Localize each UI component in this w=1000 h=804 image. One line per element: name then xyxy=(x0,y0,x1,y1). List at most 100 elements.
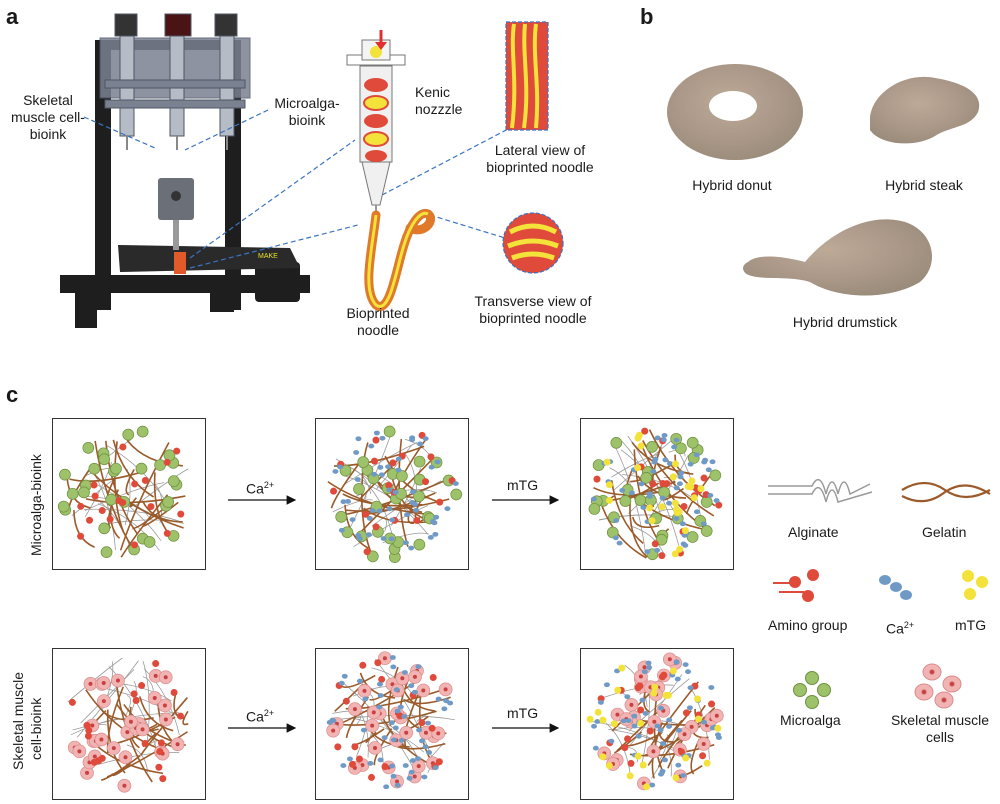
microalga-cell xyxy=(383,425,396,438)
cell-nucleus xyxy=(395,779,400,784)
ca-ion-dot xyxy=(386,506,393,512)
microalga-cell xyxy=(709,469,722,482)
mtg-dot xyxy=(714,724,722,732)
microalga-cell xyxy=(57,500,70,513)
ca-ion-dot xyxy=(693,509,700,515)
microalga-cell xyxy=(122,428,135,441)
mtg-dot xyxy=(634,464,642,472)
microalga-cell xyxy=(646,441,658,453)
ca-ion-dot xyxy=(659,768,666,774)
amino-group-dot xyxy=(95,757,103,765)
ca-ion-dot xyxy=(388,536,395,542)
gelatin-strand xyxy=(359,672,396,699)
legend-label-gelatin: Gelatin xyxy=(922,524,967,540)
ca-ion-dot xyxy=(386,487,393,493)
gelatin-strand xyxy=(404,693,420,747)
cell-nucleus xyxy=(421,688,426,693)
amino-group-dot xyxy=(131,480,139,488)
legend-label-microalga: Microalga xyxy=(780,712,841,728)
gelatin-strand xyxy=(341,674,376,689)
ca-ion-dot xyxy=(427,534,434,540)
ca-ion-dot xyxy=(340,499,347,505)
amino-group-dot xyxy=(678,748,686,756)
amino-group-dot xyxy=(159,775,167,783)
mtg-dot xyxy=(695,715,703,723)
microalga-cell xyxy=(619,495,632,507)
ca-ion-dot xyxy=(619,488,626,493)
mtg-dot xyxy=(594,708,602,716)
ca-ion-dot xyxy=(356,678,363,684)
amino-group-dot xyxy=(428,724,436,732)
gelatin-strand xyxy=(653,699,665,775)
gelatin-strand xyxy=(182,710,189,726)
ca-ion-dot xyxy=(444,506,451,512)
bioprinter xyxy=(60,40,310,328)
amino-group-dot xyxy=(85,726,93,734)
microalga-cell xyxy=(167,475,180,487)
cell-nucleus xyxy=(101,699,106,704)
amino-group-dot xyxy=(115,497,123,505)
label-skeletal-bioink: Skeletal muscle cell- bioink xyxy=(11,92,85,142)
amino-group-dot xyxy=(680,502,688,510)
ca-ion-dot xyxy=(651,459,658,465)
cell-nucleus xyxy=(122,783,127,788)
ca-ion-dot xyxy=(666,500,673,506)
gelatin-strand xyxy=(69,471,143,482)
amino-group-dot xyxy=(77,502,85,510)
gelatin-strand xyxy=(674,454,694,475)
mtg-dot xyxy=(648,517,656,525)
ca-ion-dot xyxy=(452,481,459,487)
ca-ion-dot xyxy=(631,723,638,729)
ca-ion-dot xyxy=(369,508,376,514)
ca-ion-dot xyxy=(659,741,666,746)
microalga-cell xyxy=(700,525,713,537)
cell-nucleus xyxy=(115,678,120,683)
gelatin-strand xyxy=(85,495,186,504)
amino-group-dot xyxy=(413,516,421,524)
cell-nucleus xyxy=(128,719,133,724)
lateral-view xyxy=(505,21,549,131)
ca-ion-dot xyxy=(590,496,597,502)
amino-group-dot xyxy=(374,659,382,667)
amino-group-dot xyxy=(624,735,632,743)
amino-group-dot xyxy=(157,739,165,747)
gelatin-strand xyxy=(632,516,660,529)
gelatin-strand xyxy=(112,439,155,498)
ca-ion-dot xyxy=(709,725,716,731)
microalga-cell xyxy=(98,522,111,535)
microalga-cell xyxy=(686,531,699,543)
ca-ion-dot xyxy=(389,517,396,523)
ca-ion-dot xyxy=(700,719,707,725)
amino-group-dot xyxy=(106,515,114,523)
mtg-dot xyxy=(586,715,594,723)
mtg-dot xyxy=(603,458,611,466)
ca-ion-dot xyxy=(332,469,339,474)
alginate-strand xyxy=(67,657,123,703)
ca-ion-dot xyxy=(376,681,383,687)
gelatin-strand xyxy=(610,480,644,544)
ca-ion-dot xyxy=(677,474,684,480)
mtg-dot xyxy=(688,477,696,485)
microalga-cell xyxy=(450,488,463,501)
mtg-dot xyxy=(693,695,701,703)
alginate-strand xyxy=(151,740,157,747)
ca-ion-dot xyxy=(428,464,435,470)
ca-ion-dot xyxy=(671,444,678,450)
cell-nucleus xyxy=(123,755,128,760)
cell-nucleus xyxy=(373,745,378,750)
alginate-strand xyxy=(91,481,162,541)
ca-ion-dot xyxy=(612,535,619,541)
legend-label-ca: Ca2+ xyxy=(886,620,915,637)
amino-group-dot xyxy=(682,709,690,717)
amino-group-dot xyxy=(715,501,723,509)
cell-nucleus xyxy=(667,657,672,662)
alginate-strand xyxy=(84,482,165,511)
ca-ion-dot xyxy=(402,763,409,768)
mtg-dot xyxy=(671,550,679,558)
ca-ion-dot xyxy=(679,521,686,527)
label-kenic-nozzle: Kenic nozzzle xyxy=(415,84,463,117)
ca-ion-icon xyxy=(879,575,912,600)
amino-group-icon xyxy=(773,569,819,602)
